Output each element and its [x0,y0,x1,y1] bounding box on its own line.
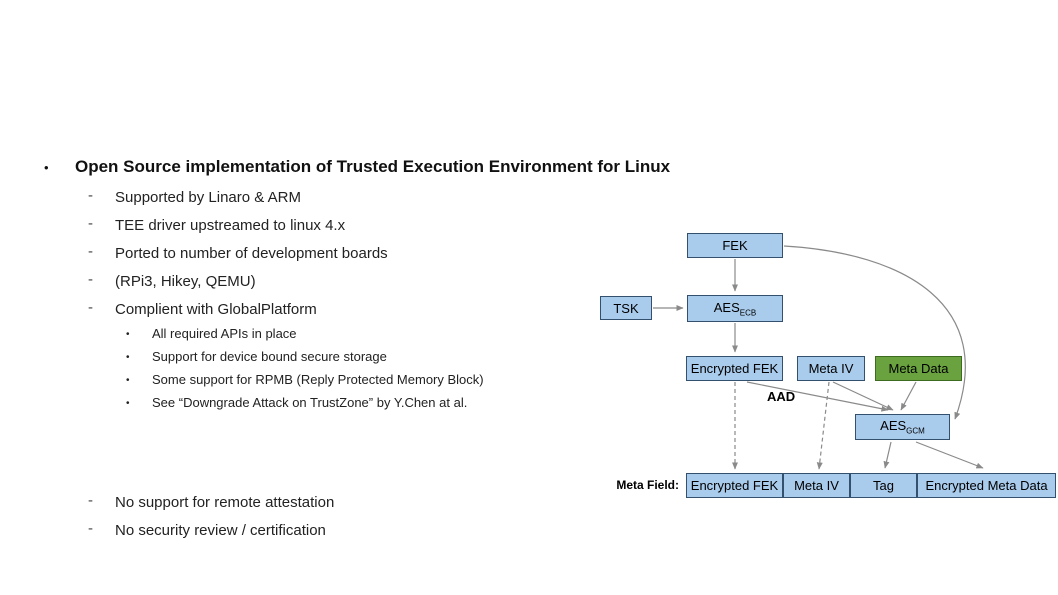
output-encrypted-fek-box: Encrypted FEK [686,473,783,498]
aes-ecb-main: AES [713,299,740,315]
aad-label: AAD [767,389,796,404]
list-item-text: Supported by Linaro & ARM [115,189,301,206]
output-meta-iv-box: Meta IV [783,473,850,498]
meta-data-box: Meta Data [875,356,962,381]
arrow-fek-to-aesgcm-curve [783,245,966,420]
list-item: • All required APIs in place [126,326,484,349]
level3-list: • All required APIs in place • Support f… [126,326,484,418]
dash-bullet-icon: - [88,299,93,316]
list-item-text: All required APIs in place [152,326,297,341]
aes-ecb-box: AESECB [687,295,783,322]
list-item: - TEE driver upstreamed to linux 4.x [88,215,388,245]
output-encrypted-meta-data-box: Encrypted Meta Data [917,473,1056,498]
arrow-metadata-to-aesgcm [900,381,917,411]
meta-field-label: Meta Field: [616,478,679,492]
list-item-text: No support for remote attestation [115,494,335,511]
bullet-icon: • [126,329,130,340]
list-item: - Ported to number of development boards [88,243,388,273]
diagram-arrows [653,245,984,470]
aes-ecb-sub: ECB [739,308,757,318]
list-item-text: Ported to number of development boards [115,245,388,262]
list-item: - No support for remote attestation [88,492,335,522]
list-item: • Support for device bound secure storag… [126,349,484,372]
dash-bullet-icon: - [88,243,93,260]
arrow-metaiv-to-aesgcm [832,381,894,411]
list-item-text: Complient with GlobalPlatform [115,301,317,318]
fek-box: FEK [687,233,783,258]
aes-gcm-box: AESGCM [855,414,950,440]
meta-iv-label: Meta IV [808,361,854,376]
bullet-icon: • [44,160,49,175]
arrow-encfek-to-aesgcm [746,381,889,412]
fek-label: FEK [722,238,748,253]
list-item: - Complient with GlobalPlatform [88,299,388,329]
list-item: - (RPi3, Hikey, QEMU) [88,271,388,301]
list-item-text: TEE driver upstreamed to linux 4.x [115,217,346,234]
aes-gcm-sub: GCM [906,426,925,436]
tsk-box: TSK [600,296,652,320]
list-item: - Supported by Linaro & ARM [88,187,388,217]
title-bullet-row: • Open Source implementation of Trusted … [44,157,804,177]
output-meta-iv-label: Meta IV [794,478,839,493]
dash-bullet-icon: - [88,492,93,509]
output-tag-box: Tag [850,473,917,498]
arrow-metaiv-to-out-dashed [816,381,830,470]
bullet-icon: • [126,352,130,363]
list-item-text: No security review / certification [115,522,326,539]
output-encrypted-meta-data-label: Encrypted Meta Data [925,478,1048,493]
aes-gcm-main: AES [880,418,907,434]
list-item-text: (RPi3, Hikey, QEMU) [115,273,256,290]
arrow-aesgcm-to-tag [883,441,892,469]
tsk-label: TSK [613,300,639,316]
dash-bullet-icon: - [88,271,93,288]
level2-list-bottom: - No support for remote attestation - No… [88,492,335,550]
arrow-aesgcm-to-emd [915,441,984,469]
bullet-icon: • [126,375,130,386]
slide-title: Open Source implementation of Trusted Ex… [75,157,671,176]
list-item-text: Support for device bound secure storage [152,349,387,364]
list-item: • Some support for RPMB (Reply Protected… [126,372,484,395]
aes-gcm-label: AESGCM [880,418,925,436]
meta-iv-box: Meta IV [797,356,865,381]
list-item-text: Some support for RPMB (Reply Protected M… [152,372,484,387]
level2-list: - Supported by Linaro & ARM - TEE driver… [88,187,388,329]
dash-bullet-icon: - [88,187,93,204]
list-item: • See “Downgrade Attack on TrustZone” by… [126,395,484,418]
encrypted-fek-label: Encrypted FEK [690,361,779,376]
encrypted-fek-box: Encrypted FEK [686,356,783,381]
meta-data-label: Meta Data [888,361,949,376]
encryption-flow-diagram: FEK TSK AESECB Encrypted FEK Meta IV Met… [595,225,1058,510]
dash-bullet-icon: - [88,520,93,537]
dash-bullet-icon: - [88,215,93,232]
output-tag-label: Tag [873,478,894,493]
aes-ecb-label: AESECB [714,300,756,318]
bullet-icon: • [126,398,130,409]
list-item-text: See “Downgrade Attack on TrustZone” by Y… [152,395,468,410]
list-item: - No security review / certification [88,520,334,550]
output-encrypted-fek-label: Encrypted FEK [690,478,779,493]
